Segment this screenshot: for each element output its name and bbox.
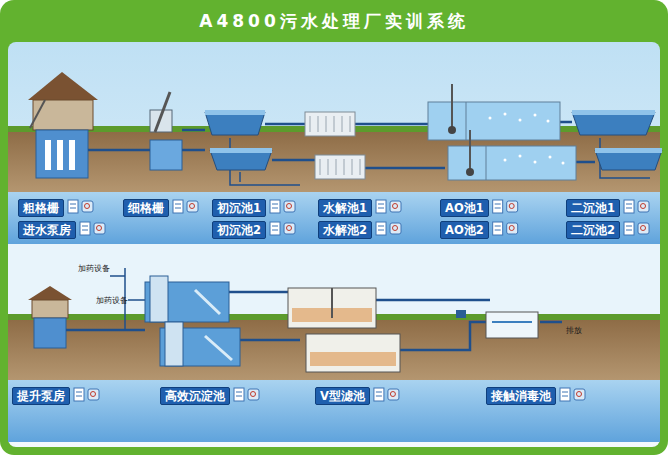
- unit-name: 二沉池1: [571, 201, 615, 215]
- equipment-note: 加药设备: [78, 264, 110, 273]
- button-icons: [493, 200, 518, 213]
- unit-button: 初沉池2: [212, 221, 266, 239]
- button-icons: [80, 222, 105, 235]
- unit-name: V型滤池: [320, 389, 365, 403]
- unit-name: 提升泵房: [17, 389, 65, 403]
- unit-name: 进水泵房: [23, 223, 71, 237]
- unit-button: 初沉池1: [212, 199, 266, 217]
- button-icons: [376, 222, 401, 235]
- unit-button: AO池2: [440, 221, 489, 239]
- unit-button: 细格栅: [123, 199, 169, 217]
- unit-button: 高效沉淀池: [160, 387, 230, 405]
- button-icons: [624, 200, 649, 213]
- unit-name: AO池1: [445, 201, 484, 215]
- unit-name: 二沉池2: [571, 223, 615, 237]
- unit-button: AO池1: [440, 199, 489, 217]
- unit-button: 接触消毒池: [486, 387, 556, 405]
- unit-button: 提升泵房: [12, 387, 70, 405]
- unit-name: 高效沉淀池: [165, 389, 225, 403]
- button-icons: [374, 388, 399, 401]
- button-icons: [234, 388, 259, 401]
- unit-button: 水解池1: [318, 199, 372, 217]
- unit-name: 水解池1: [323, 201, 367, 215]
- unit-button: 二沉池1: [566, 199, 620, 217]
- button-icons: [270, 200, 295, 213]
- equipment-note: 排放: [566, 326, 582, 335]
- unit-button: V型滤池: [315, 387, 370, 405]
- button-icons: [376, 200, 401, 213]
- unit-name: 细格栅: [128, 201, 164, 215]
- title-text: A4800污水处理厂实训系统: [0, 10, 668, 33]
- unit-name: 水解池2: [323, 223, 367, 237]
- button-icons: [74, 388, 99, 401]
- equipment-note: 加药设备: [96, 296, 128, 305]
- unit-button: 进水泵房: [18, 221, 76, 239]
- button-icons: [173, 200, 198, 213]
- unit-button: 粗格栅: [18, 199, 64, 217]
- button-icons: [68, 200, 93, 213]
- button-icons: [624, 222, 649, 235]
- unit-button: 水解池2: [318, 221, 372, 239]
- button-icons: [493, 222, 518, 235]
- unit-name: 初沉池1: [217, 201, 261, 215]
- button-icons: [560, 388, 585, 401]
- unit-name: 初沉池2: [217, 223, 261, 237]
- button-icons: [270, 222, 295, 235]
- unit-name: 接触消毒池: [491, 389, 551, 403]
- unit-button: 二沉池2: [566, 221, 620, 239]
- unit-name: AO池2: [445, 223, 484, 237]
- unit-name: 粗格栅: [23, 201, 59, 215]
